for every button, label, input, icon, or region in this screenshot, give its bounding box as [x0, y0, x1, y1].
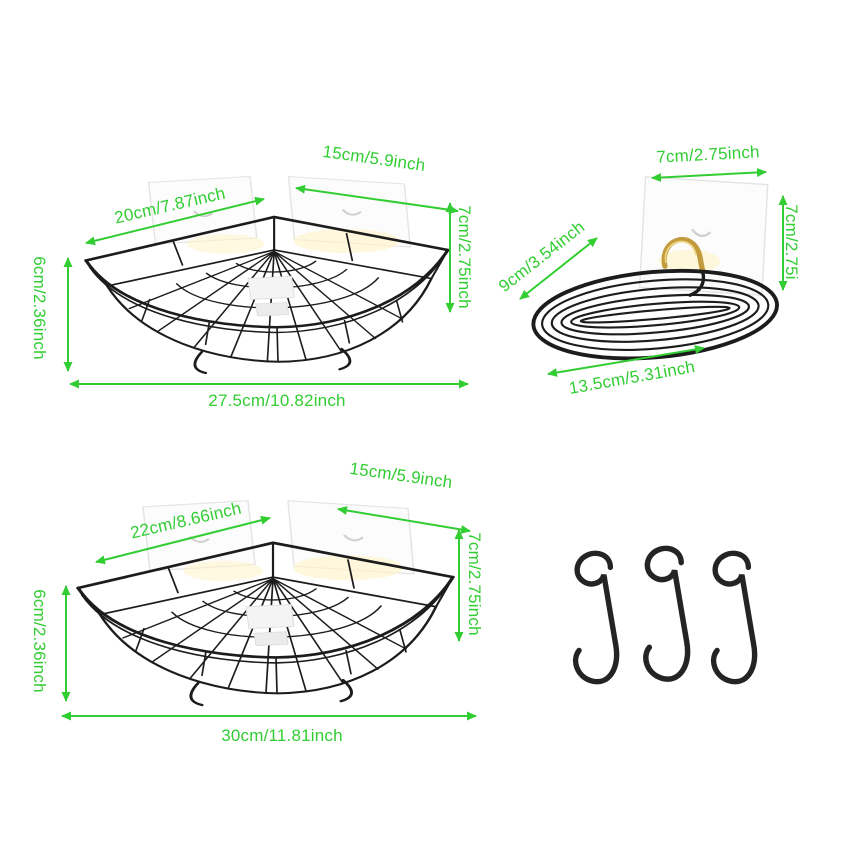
soap-dish — [530, 177, 781, 368]
s-hook — [714, 553, 755, 681]
arrow-shelf-large-left-edge — [95, 515, 271, 565]
arrow-shelf-small-left-edge — [85, 196, 265, 246]
dim-label-shelf-large-height-right: 7cm/2.75inch — [465, 532, 484, 636]
s-hook — [576, 553, 617, 681]
dim-label-shelf-small-height-right: 7cm/2.75inch — [455, 205, 474, 309]
arrow-soapdish-pad-width — [651, 167, 767, 183]
arrow-shelf-large-top-edge — [337, 506, 471, 534]
s-hook — [646, 548, 688, 679]
dim-label-soapdish-pad-height: 7cm/2.75i — [782, 204, 801, 280]
arrow-soapdish-depth — [519, 237, 598, 300]
dim-label-shelf-large-front-width: 30cm/11.81inch — [221, 726, 343, 745]
arrow-soapdish-length — [547, 345, 705, 377]
dim-label-shelf-small-height-left: 6cm/2.36inch — [30, 256, 49, 360]
dim-label-shelf-small-front-width: 27.5cm/10.82inch — [208, 391, 346, 410]
dimension-arrows — [61, 167, 788, 721]
s-hooks — [576, 548, 755, 681]
dim-label-shelf-large-height-left: 6cm/2.36inch — [30, 589, 49, 693]
arrow-shelf-small-top-edge — [295, 184, 459, 215]
